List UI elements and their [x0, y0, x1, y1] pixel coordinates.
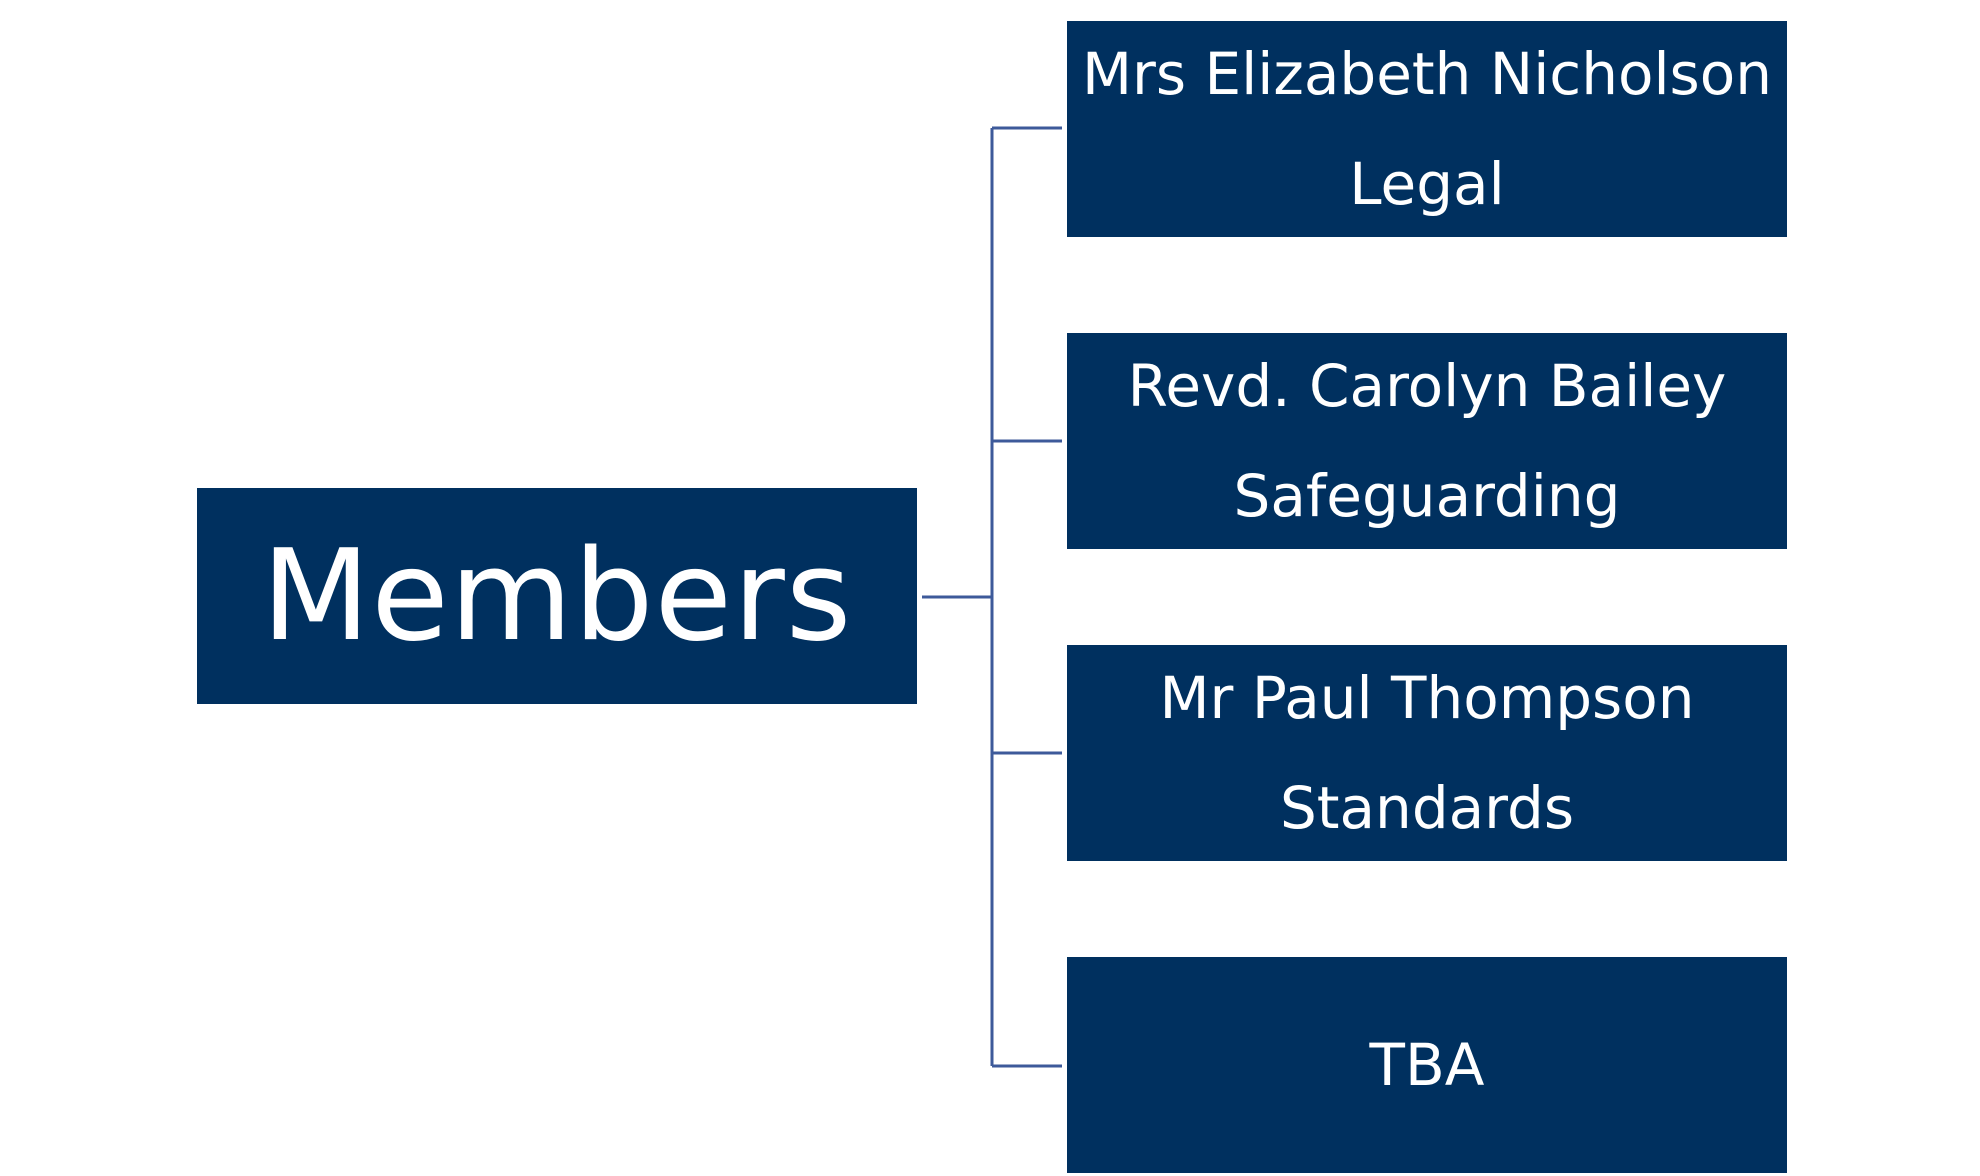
- member-role: Safeguarding: [1233, 462, 1621, 530]
- members-root-box: Members: [197, 488, 917, 704]
- members-root-label: Members: [261, 522, 853, 669]
- member-name: Mrs Elizabeth Nicholson: [1081, 40, 1773, 108]
- member-name: TBA: [1369, 1031, 1485, 1099]
- member-box-tba: TBA: [1067, 957, 1787, 1173]
- member-role: Legal: [1349, 150, 1505, 218]
- member-role: Standards: [1279, 774, 1575, 842]
- member-box-standards: Mr Paul Thompson Standards: [1067, 645, 1787, 861]
- member-box-legal: Mrs Elizabeth Nicholson Legal: [1067, 21, 1787, 237]
- member-name: Mr Paul Thompson: [1159, 664, 1695, 732]
- member-box-safeguarding: Revd. Carolyn Bailey Safeguarding: [1067, 333, 1787, 549]
- member-name: Revd. Carolyn Bailey: [1127, 352, 1727, 420]
